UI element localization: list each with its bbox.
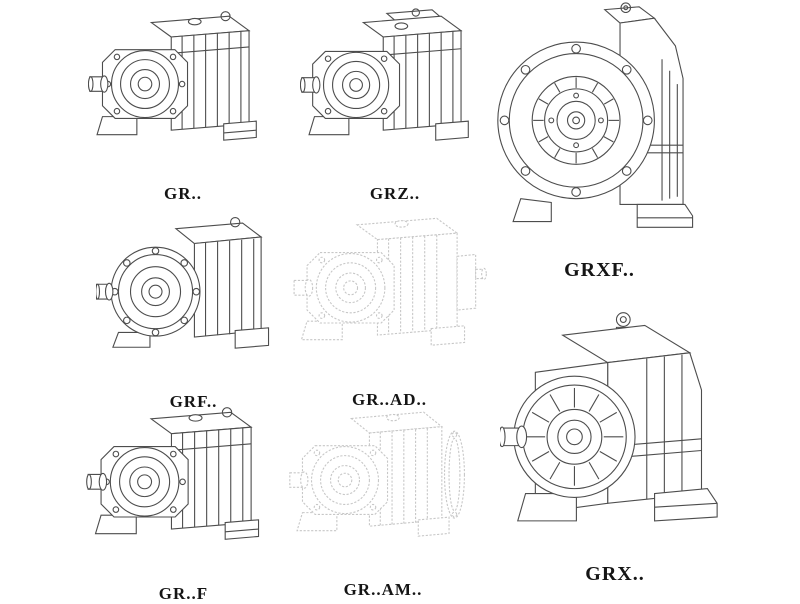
gearbox-drawing-gr-ad — [292, 210, 487, 386]
gearbox-figure-grz: GRZ.. — [300, 8, 490, 204]
gearbox-figure-gr: GR.. — [88, 8, 278, 204]
gearbox-figure-gr-ad: GR..AD.. — [292, 210, 487, 410]
gearbox-figure-grf: GRF.. — [96, 212, 291, 412]
gearbox-label-grz: GRZ.. — [369, 184, 421, 203]
gearbox-label-grxf: GRXF.. — [564, 259, 635, 281]
gearbox-drawing-gr-am — [288, 404, 478, 576]
gearbox-figure-grxf: GRXF.. — [492, 2, 707, 282]
gearbox-drawing-grx — [500, 300, 730, 559]
gearbox-label-gr: GR.. — [164, 184, 202, 203]
gearbox-drawing-gr-f — [86, 404, 281, 580]
gearbox-drawing-grf — [96, 212, 291, 388]
gearbox-figure-gr-f: GR..F — [86, 404, 281, 604]
gearbox-label-gr-ad: GR..AD.. — [351, 390, 428, 409]
gearbox-label-gr-am: GR..AM.. — [343, 580, 423, 599]
gearbox-label-grx: GRX.. — [585, 563, 645, 585]
gearbox-label-grf: GRF.. — [169, 392, 218, 411]
gearbox-label-gr-f: GR..F — [158, 584, 209, 603]
gearbox-drawing-grz — [300, 8, 490, 180]
gearbox-figure-grx: GRX.. — [500, 300, 730, 586]
gearbox-drawing-grxf — [492, 2, 707, 255]
gearbox-figure-gr-am: GR..AM.. — [288, 404, 478, 600]
gearbox-drawing-gr — [88, 8, 278, 180]
